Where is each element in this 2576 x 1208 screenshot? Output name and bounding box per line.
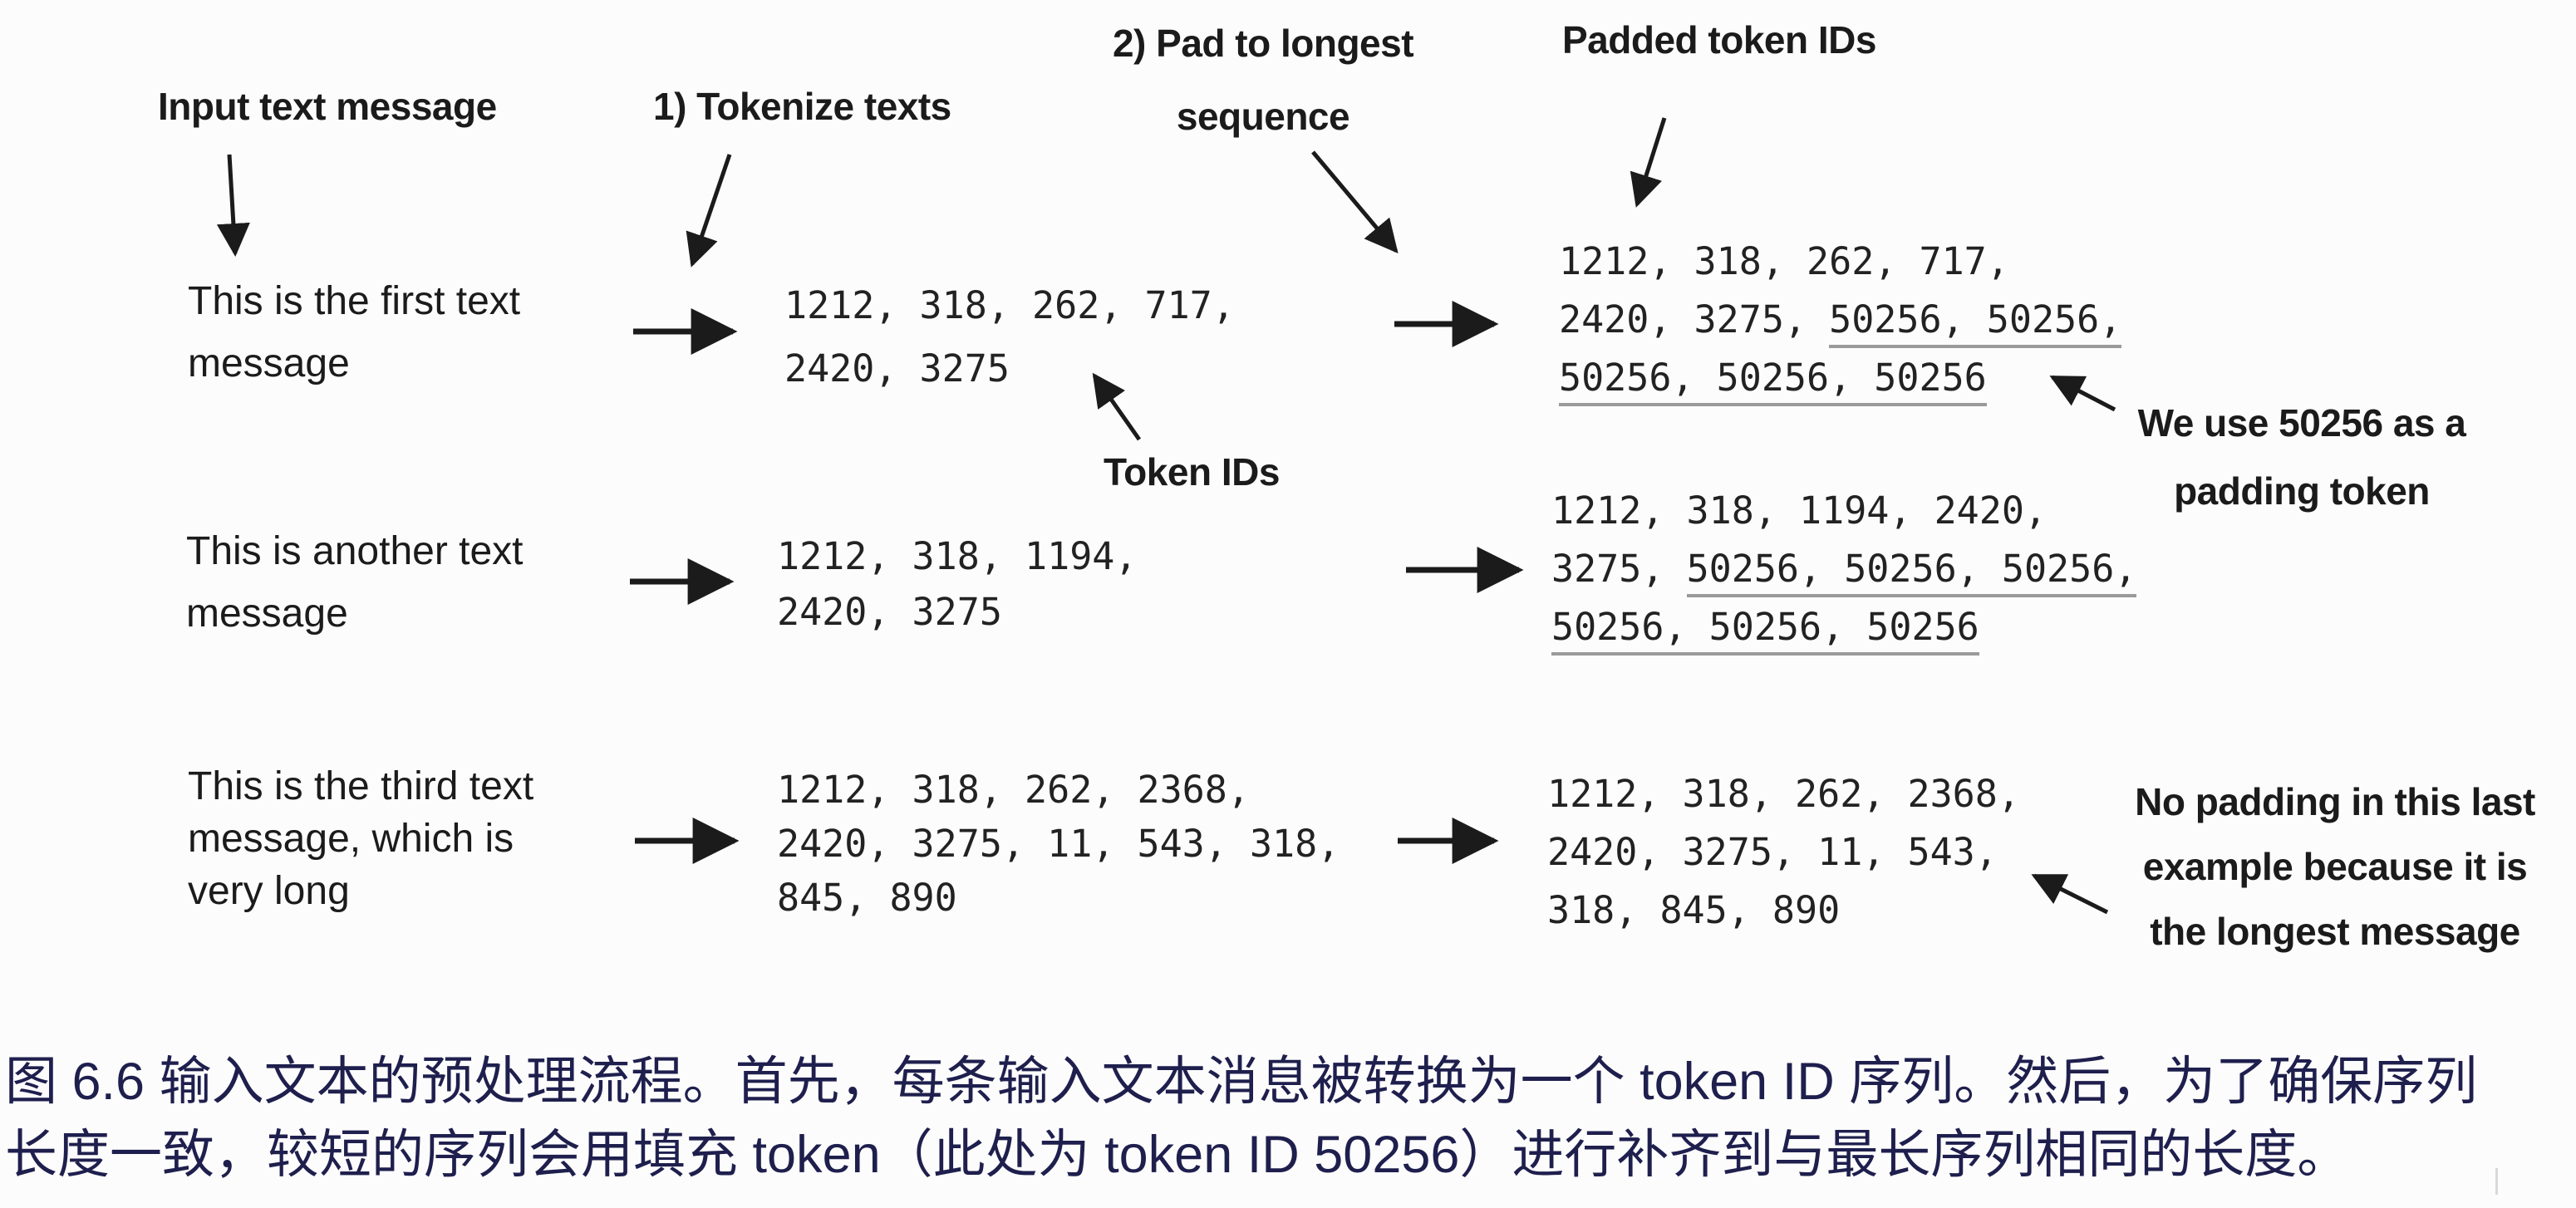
padded-1-line2-padding: 50256, 50256, <box>1829 297 2122 348</box>
token-ids-1-line1: 1212, 318, 262, 717, <box>784 283 1235 327</box>
no-padding-annotation-line2: example because it is <box>2142 845 2528 888</box>
text-caret <box>2495 1168 2498 1195</box>
input-text-message-label: Input text message <box>158 85 497 128</box>
message-3-line3: very long <box>188 869 350 913</box>
token-ids-2-line1: 1212, 318, 1194, <box>777 534 1138 578</box>
padded-3-line3: 318, 845, 890 <box>1547 888 1841 932</box>
padded-1-line2: 2420, 3275, 50256, 50256, <box>1559 291 2122 349</box>
message-2-text: This is another text message <box>186 520 524 645</box>
token-ids-3-line3: 845, 890 <box>777 876 957 920</box>
message-3-line1: This is the third text <box>188 764 534 808</box>
padded-1-line1: 1212, 318, 262, 717, <box>1559 233 2121 291</box>
token-ids-1: 1212, 318, 262, 717, 2420, 3275 <box>784 274 1235 400</box>
arrow-pad-label-down <box>1311 150 1399 254</box>
padded-token-ids-2: 1212, 318, 1194, 2420, 3275, 50256, 5025… <box>1551 482 2137 656</box>
token-ids-3: 1212, 318, 262, 2368, 2420, 3275, 11, 54… <box>777 763 1340 925</box>
message-1-line1: This is the first text <box>188 279 521 323</box>
figure-caption-line1: 图 6.6 输入文本的预处理流程。首先，每条输入文本消息被转换为一个 token… <box>5 1053 2478 1111</box>
padded-2-line2: 3275, 50256, 50256, 50256, <box>1551 540 2137 598</box>
message-2-line1: This is another text <box>186 529 524 573</box>
padding-token-annotation: We use 50256 as a padding token <box>2111 389 2493 525</box>
token-ids-3-line2: 2420, 3275, 11, 543, 318, <box>777 822 1340 866</box>
arrow-tokenize-label-to-tokens1 <box>686 154 732 268</box>
padded-2-line2-padding: 50256, 50256, 50256, <box>1686 547 2137 597</box>
padded-1-line3-padding: 50256, 50256, 50256 <box>1559 356 1987 406</box>
message-1-line2: message <box>188 341 350 385</box>
padded-2-line2-plain: 3275, <box>1551 547 1687 591</box>
message-3-text: This is the third text message, which is… <box>188 760 533 917</box>
padded-2-line1: 1212, 318, 1194, 2420, <box>1551 482 2136 540</box>
message-3-line2: message, which is <box>188 817 514 861</box>
message-2-line2: message <box>186 592 348 636</box>
padded-1-line3: 50256, 50256, 50256 <box>1559 349 2121 407</box>
pad-step-label-line2: sequence <box>1176 95 1350 138</box>
message-1-text: This is the first text message <box>188 270 520 395</box>
padded-2-line1-plain: 1212, 318, 1194, 2420, <box>1551 489 2048 533</box>
padded-token-ids-1: 1212, 318, 262, 717, 2420, 3275, 50256, … <box>1559 233 2122 407</box>
token-ids-annotation: Token IDs <box>1104 450 1280 494</box>
figure-caption: 图 6.6 输入文本的预处理流程。首先，每条输入文本消息被转换为一个 token… <box>5 1045 2574 1191</box>
padded-3-line1: 1212, 318, 262, 2368, <box>1547 772 2020 816</box>
pad-step-label-line1: 2) Pad to longest <box>1112 22 1414 65</box>
figure-caption-line2: 长度一致，较短的序列会用填充 token（此处为 token ID 50256）… <box>5 1126 2350 1184</box>
padded-1-line2-plain: 2420, 3275, <box>1559 297 1830 341</box>
token-ids-3-line1: 1212, 318, 262, 2368, <box>777 768 1250 812</box>
token-ids-2-line2: 2420, 3275 <box>777 590 1002 634</box>
no-padding-annotation-line1: No padding in this last <box>2135 780 2535 823</box>
no-padding-annotation-line3: the longest message <box>2150 910 2520 953</box>
no-padding-annotation: No padding in this last example because … <box>2119 769 2551 964</box>
pad-step-label: 2) Pad to longest sequence <box>1080 7 1446 153</box>
padded-2-line3-padding: 50256, 50256, 50256 <box>1551 605 1979 656</box>
arrow-no-padding-annotation <box>2031 873 2109 915</box>
padded-token-ids-3: 1212, 318, 262, 2368, 2420, 3275, 11, 54… <box>1547 765 2020 940</box>
token-ids-1-line2: 2420, 3275 <box>784 346 1010 390</box>
arrow-padded-label-to-padded1 <box>1630 117 1667 208</box>
padded-2-line3: 50256, 50256, 50256 <box>1551 598 2136 656</box>
padded-1-line1-plain: 1212, 318, 262, 717, <box>1559 239 2009 283</box>
padded-token-ids-label: Padded token IDs <box>1562 18 1876 61</box>
padding-token-annotation-line1: We use 50256 as a <box>2137 401 2466 444</box>
padded-3-line2: 2420, 3275, 11, 543, <box>1547 830 1998 874</box>
arrow-input-label-to-message1 <box>216 154 250 257</box>
tokenize-step-label: 1) Tokenize texts <box>653 85 951 128</box>
token-ids-2: 1212, 318, 1194, 2420, 3275 <box>777 528 1137 640</box>
padding-token-annotation-line2: padding token <box>2174 469 2430 513</box>
